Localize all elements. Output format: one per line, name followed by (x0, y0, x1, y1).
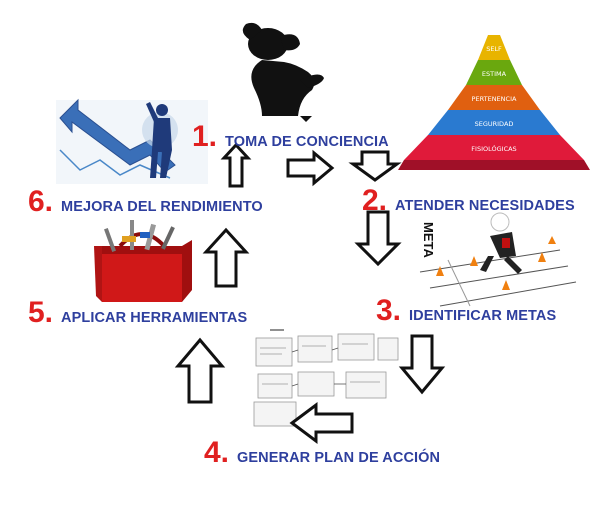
arrow-up-icon (202, 227, 250, 288)
pyramid-level-pertenencia (448, 85, 540, 110)
pyramid-level-seguridad (428, 110, 560, 135)
step-2: 2. ATENDER NECESIDADES (362, 186, 575, 216)
step-2-label: ATENDER NECESIDADES (395, 198, 575, 214)
step-4-number: 4. (204, 436, 230, 469)
step-1: 1. TOMA DE CONCIENCIA (192, 122, 389, 152)
step-4: 4. GENERAR PLAN DE ACCIÓN (204, 438, 440, 468)
arrow-up-icon (220, 142, 252, 188)
pyramid-text-1: ESTIMA (482, 70, 507, 78)
step-4-label: GENERAR PLAN DE ACCIÓN (237, 450, 441, 466)
arrow-down-icon (354, 210, 402, 267)
action-plan-illustration (253, 329, 399, 427)
step-3-label: IDENTIFICAR METAS (409, 308, 557, 324)
arrow-down-icon (348, 150, 402, 182)
growth-arrow-illustration (56, 98, 208, 184)
businessman-icon (146, 102, 172, 178)
pyramid-level-estima (466, 60, 522, 85)
step-5-number: 5. (28, 296, 54, 329)
step-5: 5. APLICAR HERRAMIENTAS (28, 298, 247, 328)
step-2-number: 2. (362, 184, 388, 217)
step-1-number: 1. (192, 120, 218, 153)
pyramid-text-0: SELF (486, 45, 502, 53)
pyramid-level-self (478, 35, 510, 60)
needs-pyramid: SELF ESTIMA PERTENENCIA SEGURIDAD FISIOL… (398, 35, 590, 170)
meta-text: META (421, 222, 436, 258)
step-1-label: TOMA DE CONCIENCIA (225, 134, 389, 150)
thinking-person-icon (242, 22, 324, 122)
arrow-down-icon (398, 334, 446, 395)
arrow-up-icon (174, 337, 226, 404)
goal-runner-illustration: META (419, 212, 577, 307)
step-6-number: 6. (28, 185, 54, 218)
step-6-label: MEJORA DEL RENDIMIENTO (61, 199, 263, 215)
pyramid-text-2: PERTENENCIA (472, 95, 517, 103)
pyramid-level-fisiologicas (404, 135, 584, 160)
step-3: 3. IDENTIFICAR METAS (376, 296, 556, 326)
arrow-right-icon (286, 149, 335, 187)
step-3-number: 3. (376, 294, 402, 327)
pyramid-text-3: SEGURIDAD (475, 120, 514, 128)
step-6: 6. MEJORA DEL RENDIMIENTO (28, 187, 263, 217)
arrow-left-icon (289, 402, 354, 444)
pyramid-text-4: FISIOLÓGICAS (471, 144, 516, 153)
toolbox-icon (94, 220, 192, 302)
cycle-arrows (174, 142, 446, 444)
step-5-label: APLICAR HERRAMIENTAS (61, 310, 248, 326)
